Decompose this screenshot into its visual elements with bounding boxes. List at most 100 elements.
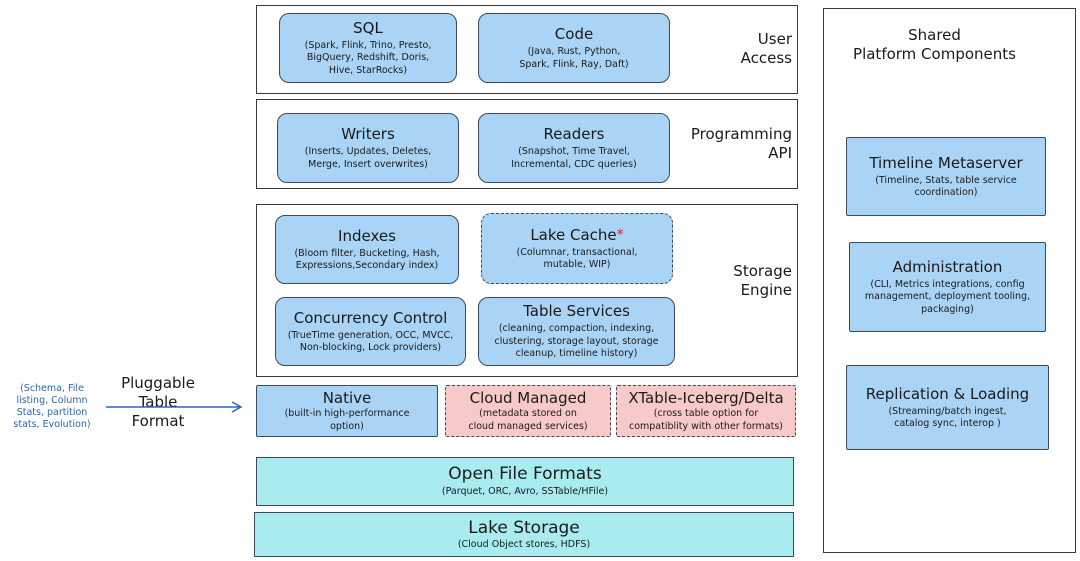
administration-desc: (CLI, Metrics integrations, config manag… [865,279,1030,317]
replication-loading-box: Replication & Loading (Streaming/batch i… [846,365,1049,450]
open-file-formats-desc: (Parquet, ORC, Avro, SSTable/HFile) [441,486,609,498]
cloud-managed-desc: (metadata stored on cloud managed servic… [468,408,587,433]
code-desc: (Java, Rust, Python, Spark, Flink, Ray, … [519,46,628,71]
xtable-title: XTable-Iceberg/Delta [628,389,784,407]
administration-desc-line: management, deployment tooling, [864,291,1031,303]
indexes-title: Indexes [338,226,396,245]
cloud-managed-box: Cloud Managed (metadata stored on cloud … [445,385,611,437]
user-access-label-line: User [757,30,792,48]
table-services-desc-line: cleanup, timeline history) [515,348,638,360]
lake-cache-desc-line: (Columnar, transactional, [516,246,638,258]
table-services-box: Table Services (cleaning, compaction, in… [478,297,675,366]
arrow-right-icon [106,401,243,413]
lake-storage-title: Lake Storage [468,517,580,538]
xtable-desc: (cross table option for compatiblity wit… [629,408,783,433]
table-services-title: Table Services [523,302,630,321]
sql-desc-line: BigQuery, Redshift, Doris, [306,52,430,64]
pluggable-label-line: Pluggable [121,374,195,392]
administration-box: Administration (CLI, Metrics integration… [849,242,1046,332]
replication-loading-desc-line: catalog sync, interop ) [894,418,1001,429]
native-desc-line: (built-in high-performance [284,408,410,419]
open-file-formats-title: Open File Formats [448,464,602,485]
writers-desc: (Inserts, Updates, Deletes, Merge, Inser… [305,146,432,171]
lake-cache-desc-line: mutable, WIP) [543,259,611,270]
cloud-managed-desc-line: cloud managed services) [468,420,588,432]
indexes-desc: (Bloom filter, Bucketing, Hash, Expressi… [294,248,439,273]
sql-desc-line: (Spark, Flink, Trino, Presto, [304,39,432,51]
sql-desc-line: Hive, StarRocks) [328,64,408,76]
concurrency-control-box: Concurrency Control (TrueTime generation… [275,297,466,366]
programming-api-label-line: API [768,144,792,162]
xtable-box: XTable-Iceberg/Delta (cross table option… [616,385,796,437]
table-format-note-line: (Schema, File [20,383,84,394]
shared-platform-title-line: Shared [908,26,961,44]
timeline-metaserver-desc: (Timeline, Stats, table service coordina… [875,175,1017,200]
code-box: Code (Java, Rust, Python, Spark, Flink, … [478,13,670,83]
native-desc-line: option) [330,420,364,432]
writers-desc-line: Merge, Insert overwrites) [308,158,428,170]
readers-desc-line: Incremental, CDC queries) [511,158,637,170]
code-desc-line: (Java, Rust, Python, [527,46,621,57]
lake-cache-box: Lake Cache* (Columnar, transactional, mu… [481,213,673,284]
indexes-desc-line: Expressions,Secondary index) [295,260,439,271]
table-services-desc-line: clustering, storage layout, storage [494,335,659,347]
table-format-note-line: stats, Evolution) [13,419,91,430]
readers-desc: (Snapshot, Time Travel, Incremental, CDC… [511,146,636,171]
native-title: Native [322,389,372,407]
open-file-formats-box: Open File Formats (Parquet, ORC, Avro, S… [256,457,794,506]
storage-engine-label: Storage Engine [700,262,792,300]
storage-engine-label-line: Engine [740,281,792,299]
lake-storage-box: Lake Storage (Cloud Object stores, HDFS) [254,512,794,557]
lake-cache-title-text: Lake Cache [530,225,617,244]
native-desc: (built-in high-performance option) [285,408,410,433]
table-format-note-line: Stats, partition [16,407,88,418]
lake-cache-desc: (Columnar, transactional, mutable, WIP) [517,247,638,272]
concurrency-control-desc-line: Non-blocking, Lock providers) [299,342,442,353]
readers-desc-line: (Snapshot, Time Travel, [518,146,630,157]
replication-loading-title: Replication & Loading [865,384,1030,403]
table-format-note-line: listing, Column [16,395,88,406]
programming-api-label: Programming API [676,125,792,163]
concurrency-control-title: Concurrency Control [293,308,448,327]
timeline-metaserver-box: Timeline Metaserver (Timeline, Stats, ta… [846,137,1046,216]
storage-engine-label-line: Storage [733,262,792,280]
replication-loading-desc-line: (Streaming/batch ingest, [888,405,1007,417]
readers-box: Readers (Snapshot, Time Travel, Incremen… [478,113,670,183]
code-desc-line: Spark, Flink, Ray, Daft) [519,58,629,70]
writers-title: Writers [341,125,395,143]
shared-platform-title: Shared Platform Components [823,26,1046,64]
concurrency-control-desc-line: (TrueTime generation, OCC, MVCC, [287,329,454,341]
xtable-desc-line: compatiblity with other formats) [628,420,784,432]
readers-title: Readers [543,125,605,143]
sql-desc: (Spark, Flink, Trino, Presto, BigQuery, … [305,40,432,78]
native-box: Native (built-in high-performance option… [256,385,438,437]
writers-box: Writers (Inserts, Updates, Deletes, Merg… [277,113,459,183]
shared-platform-title-line: Platform Components [853,45,1016,63]
administration-desc-line: (CLI, Metrics integrations, config [870,278,1025,290]
replication-loading-desc: (Streaming/batch ingest, catalog sync, i… [888,406,1006,431]
indexes-box: Indexes (Bloom filter, Bucketing, Hash, … [275,215,459,284]
pluggable-label-line: Format [131,412,185,430]
user-access-label-line: Access [740,49,792,67]
sql-box: SQL (Spark, Flink, Trino, Presto, BigQue… [279,13,457,83]
cloud-managed-desc-line: (metadata stored on [479,408,577,419]
programming-api-label-line: Programming [690,125,792,143]
lake-cache-title: Lake Cache* [530,226,623,244]
writers-desc-line: (Inserts, Updates, Deletes, [304,146,432,157]
lake-cache-star: * [616,226,624,243]
cloud-managed-title: Cloud Managed [469,389,587,407]
concurrency-control-desc: (TrueTime generation, OCC, MVCC, Non-blo… [288,330,454,355]
code-title: Code [554,25,594,43]
table-services-desc: (cleaning, compaction, indexing, cluster… [495,323,659,361]
user-access-label: User Access [700,30,792,68]
indexes-desc-line: (Bloom filter, Bucketing, Hash, [294,247,440,259]
timeline-metaserver-desc-line: (Timeline, Stats, table service [875,174,1017,186]
table-services-desc-line: (cleaning, compaction, indexing, [498,323,655,335]
sql-title: SQL [353,18,383,37]
lake-storage-desc: (Cloud Object stores, HDFS) [457,538,591,550]
table-format-note: (Schema, File listing, Column Stats, par… [2,383,102,431]
administration-title: Administration [892,257,1003,276]
timeline-metaserver-desc-line: coordination) [914,187,978,198]
timeline-metaserver-title: Timeline Metaserver [869,153,1023,172]
xtable-desc-line: (cross table option for [653,408,759,419]
